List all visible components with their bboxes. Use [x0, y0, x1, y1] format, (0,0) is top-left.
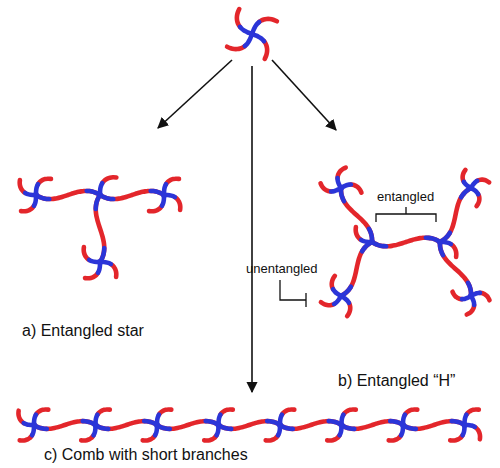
bracket-label: unentangled: [246, 262, 318, 277]
star-core: [338, 185, 344, 191]
star-core: [468, 293, 474, 299]
linker-arm: [34, 421, 96, 429]
linker-arm: [157, 421, 219, 429]
arm-outer: [237, 9, 240, 27]
star-core: [400, 422, 406, 428]
linker-arm: [280, 421, 342, 429]
linker-arm: [342, 421, 404, 429]
arm-outer: [102, 177, 116, 183]
linker-arm: [36, 191, 100, 199]
star-core: [468, 185, 474, 191]
star-core: [33, 192, 39, 198]
star-core: [31, 422, 37, 428]
arrow: [158, 60, 232, 128]
star-core: [338, 293, 344, 299]
panel-caption: b) Entangled “H”: [338, 372, 455, 390]
arm-outer: [227, 46, 245, 49]
arm-outer: [259, 19, 277, 22]
linker-arm: [440, 242, 471, 296]
linker-arm: [440, 188, 471, 242]
panel-caption: c) Comb with short branches: [44, 446, 248, 464]
star-core: [249, 31, 255, 37]
arrow: [251, 66, 253, 392]
linker-arm: [403, 421, 465, 429]
star-core: [437, 239, 443, 245]
reaction-arrows: [158, 60, 336, 392]
star-core: [93, 422, 99, 428]
linker-arm: [96, 421, 158, 429]
linker-arm: [372, 238, 440, 247]
linker-arm: [341, 188, 372, 242]
linker-arm: [341, 242, 372, 296]
star-core: [277, 422, 283, 428]
panel-caption: a) Entangled star: [22, 322, 144, 340]
arrow: [272, 60, 336, 130]
star-core: [216, 422, 222, 428]
entangled-bracket: [376, 207, 436, 222]
polymer-molecules: [18, 9, 489, 440]
star-core: [462, 422, 468, 428]
bracket-label: entangled: [377, 190, 434, 205]
star-core: [161, 192, 167, 198]
linker-arm: [219, 421, 281, 429]
star-core: [154, 422, 160, 428]
brackets: [280, 207, 436, 307]
arm-outer: [264, 41, 267, 59]
star-core: [97, 259, 103, 265]
linker-arm: [96, 195, 105, 262]
star-core: [339, 422, 345, 428]
unentangled-bracket: [280, 280, 306, 307]
linker-arm: [100, 191, 164, 199]
star-core: [97, 192, 103, 198]
star-core: [369, 239, 375, 245]
